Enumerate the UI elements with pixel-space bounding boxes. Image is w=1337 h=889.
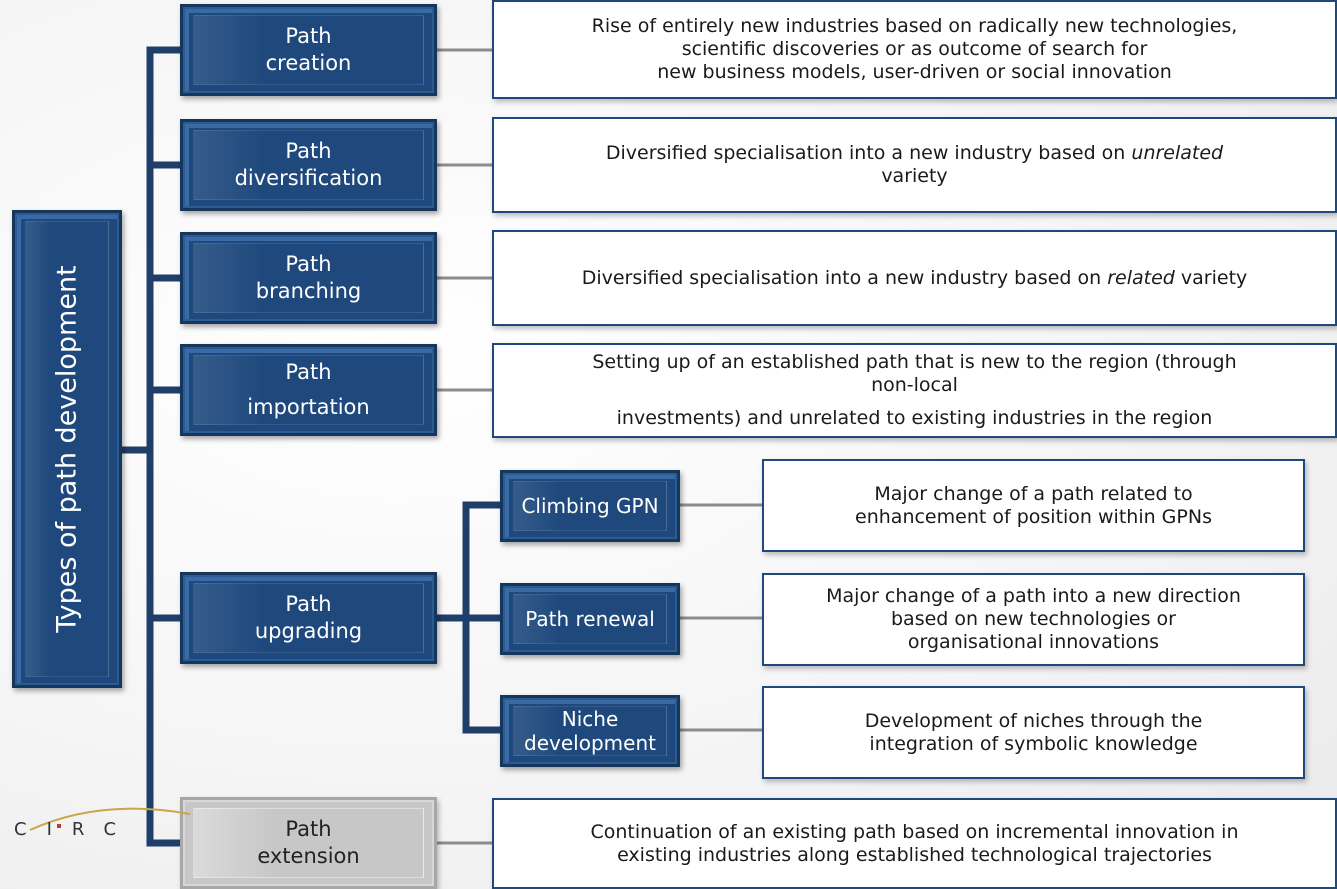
path-creation-box: Path creation [180,4,437,96]
path-extension-line2: extension [257,844,360,868]
path-diversification-desc-end: variety [881,165,948,187]
path-branching-line1: Path [285,252,332,276]
climbing-gpn-desc-line2: enhancement of position within GPNs [855,505,1212,528]
path-renewal-box: Path renewal [500,583,680,655]
path-branching-desc-emphasis: related [1107,266,1175,289]
path-extension-description: Continuation of an existing path based o… [492,798,1337,889]
path-renewal-description: Major change of a path into a new direct… [762,573,1305,666]
path-upgrading-line2: upgrading [254,619,363,643]
path-creation-desc-line3: new business models, user-driven or soci… [657,61,1172,83]
path-importation-desc-line2: non-local [871,374,958,396]
climbing-gpn-desc-line1: Major change of a path related to [874,482,1193,505]
path-importation-desc-line3: investments) and unrelated to existing i… [616,407,1213,429]
root-box: Types of path development [12,210,122,688]
path-importation-desc-line1: Setting up of an established path that i… [592,351,1237,373]
path-branching-desc-text: Diversified specialisation into a new in… [581,266,1108,289]
path-creation-desc-line2: scientific discoveries or as outcome of … [681,38,1148,60]
path-branching-description: Diversified specialisation into a new in… [492,230,1337,326]
climbing-gpn-box: Climbing GPN [500,470,680,542]
path-diversification-box: Path diversification [180,119,437,211]
path-extension-desc-line1: Continuation of an existing path based o… [590,820,1239,843]
path-importation-description: Setting up of an established path that i… [492,343,1337,438]
niche-development-line1: Niche [561,707,619,731]
circ-logo-text: CIRC [14,819,137,840]
path-renewal-desc-line1: Major change of a path into a new direct… [826,585,1241,607]
niche-development-desc-line1: Development of niches through the [864,709,1203,732]
climbing-gpn-description: Major change of a path related to enhanc… [762,459,1305,552]
path-creation-desc-line1: Rise of entirely new industries based on… [591,15,1238,37]
root-label: Types of path development [51,265,83,633]
niche-development-description: Development of niches through the integr… [762,686,1305,779]
path-creation-description: Rise of entirely new industries based on… [492,0,1337,99]
path-importation-line1: Path [285,360,332,384]
path-branching-box: Path branching [180,232,437,324]
path-diversification-desc-emphasis: unrelated [1131,142,1224,164]
path-extension-desc-line2: existing industries along established te… [617,843,1212,866]
path-renewal-desc-line2: based on new technologies or [890,608,1176,630]
niche-development-line2: development [524,731,656,755]
circ-logo [29,807,191,831]
path-creation-line2: creation [265,51,352,75]
path-renewal-label: Path renewal [525,606,655,631]
path-renewal-desc-line3: organisational innovations [907,631,1160,653]
path-branching-desc-end: variety [1174,266,1248,289]
path-creation-line1: Path [285,24,332,48]
path-upgrading-box: Path upgrading [180,572,437,664]
path-branching-line2: branching [255,279,362,303]
path-upgrading-line1: Path [285,592,332,616]
climbing-gpn-label: Climbing GPN [521,493,659,518]
path-diversification-line2: diversification [234,166,383,190]
path-diversification-desc-text: Diversified specialisation into a new in… [605,142,1132,164]
path-extension-line1: Path [285,817,332,841]
niche-development-desc-line2: integration of symbolic knowledge [869,732,1198,755]
path-importation-line2: importation [247,395,370,419]
path-diversification-line1: Path [285,139,332,163]
path-extension-box: Path extension [180,797,437,889]
path-importation-box: Path importation [180,344,437,436]
path-diversification-description: Diversified specialisation into a new in… [492,117,1337,213]
